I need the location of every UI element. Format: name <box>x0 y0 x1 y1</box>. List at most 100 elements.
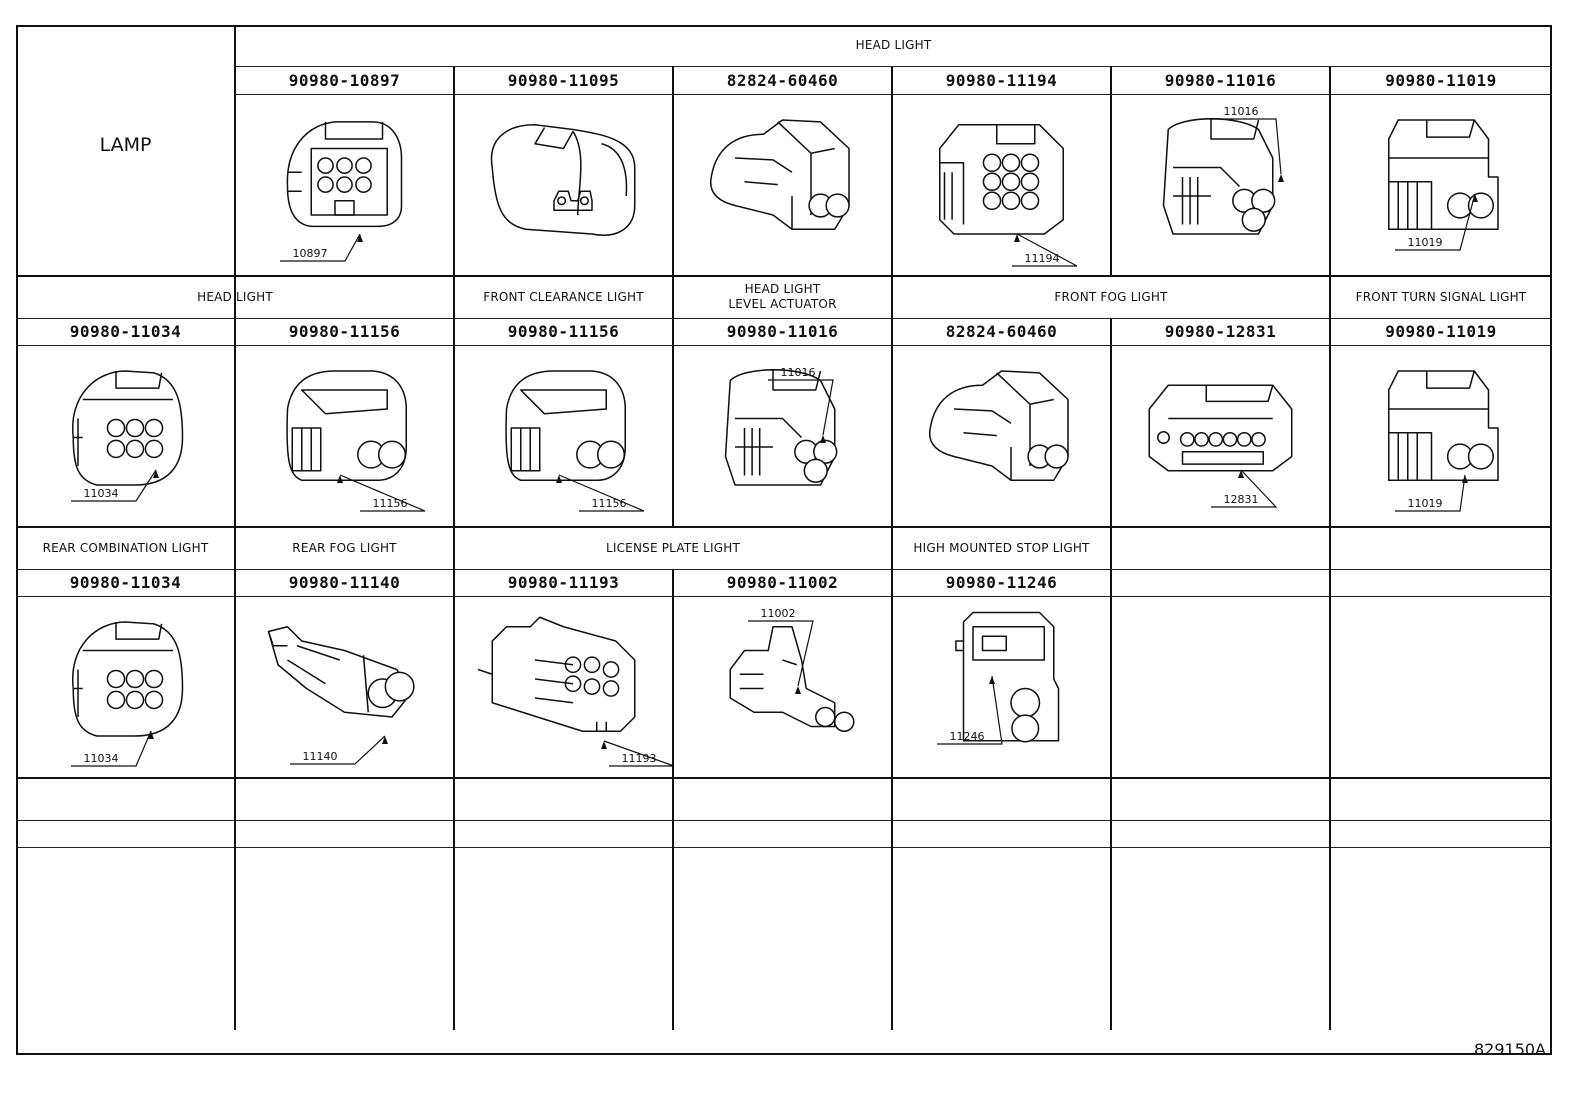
grid-line-vertical <box>672 318 674 527</box>
callout-label: 12831 <box>1224 493 1259 506</box>
connector-2pin-tall-icon <box>955 611 1060 743</box>
grid-line-vertical <box>891 318 893 527</box>
grid-line-vertical <box>672 66 674 276</box>
connector-2pin-square-icon <box>1387 119 1499 231</box>
connector-drawing: 10897 <box>280 121 403 262</box>
connector-6pin-long-icon <box>477 616 636 733</box>
callout-leader <box>71 730 152 767</box>
section-high-mounted-stop-light: HIGH MOUNTED STOP LIGHT <box>913 540 1090 555</box>
connector-round-6pin-icon <box>71 621 184 737</box>
connector-6pin-icon <box>938 123 1065 235</box>
grid-line-vertical <box>1329 66 1331 276</box>
callout-label: 11034 <box>84 752 119 765</box>
section-rear-fog-light: REAR FOG LIGHT <box>292 540 397 555</box>
connector-2pin-housing-icon <box>286 370 408 482</box>
lamp-label: LAMP <box>99 134 152 156</box>
part-number: 90980-11002 <box>726 573 839 592</box>
part-number: 90980-11034 <box>69 322 182 341</box>
callout-label: 11194 <box>1025 252 1060 265</box>
grid-line-vertical <box>891 527 893 569</box>
grid-line-vertical <box>672 778 674 1030</box>
grid-line-horizontal <box>16 526 1552 528</box>
grid-line-horizontal <box>235 66 1552 67</box>
callout-leader <box>748 620 814 687</box>
connector-drawing: 11193 <box>477 616 675 767</box>
callout-label: 11019 <box>1408 236 1443 249</box>
connector-drawing <box>928 370 1069 482</box>
connector-drawing: 11034 <box>71 621 184 767</box>
part-number: 90980-11095 <box>507 70 620 90</box>
callout-label: 10897 <box>293 247 328 260</box>
grid-line-horizontal <box>16 569 1552 570</box>
connector-inline-2pin-icon <box>267 625 415 718</box>
callout-label: 11156 <box>592 497 627 510</box>
connector-2pin-side-icon <box>490 123 636 236</box>
connector-drawing: 11019 <box>1387 370 1499 512</box>
connector-2pin-square-icon <box>1387 370 1499 482</box>
grid-line-vertical <box>234 527 236 569</box>
callout-label: 11156 <box>373 497 408 510</box>
document-id: 829150A <box>1473 1040 1546 1059</box>
grid-line-vertical <box>453 66 455 276</box>
callout-leader <box>1395 193 1476 251</box>
connector-drawing: 11019 <box>1387 119 1499 251</box>
grid-line-vertical <box>1110 66 1112 276</box>
connector-drawing: 11156 <box>286 370 426 512</box>
callout-leader <box>1211 118 1282 175</box>
grid-line-vertical <box>672 276 674 318</box>
part-number: 90980-11246 <box>945 573 1058 592</box>
part-number: 82824-60460 <box>945 322 1058 341</box>
callout-label: 11193 <box>622 752 657 765</box>
connector-drawing <box>490 123 636 236</box>
callout-leader <box>1012 233 1078 267</box>
grid-line-vertical <box>672 569 674 778</box>
callout-label: 11140 <box>303 750 338 763</box>
connector-drawing: 11156 <box>505 370 645 512</box>
grid-line-vertical <box>891 276 893 318</box>
callout-label: 11016 <box>781 366 816 379</box>
callout-leader <box>558 474 645 512</box>
grid-line-horizontal <box>16 275 1552 277</box>
grid-line-vertical <box>1329 569 1331 1030</box>
section-front-turn-signal-light: FRONT TURN SIGNAL LIGHT <box>1355 289 1527 304</box>
connector-drawing: 11034 <box>71 370 184 502</box>
section-head-light: HEAD LIGHT <box>855 38 932 52</box>
connector-drawing: 12831 <box>1148 384 1293 508</box>
callout-leader <box>603 740 675 767</box>
callout-leader <box>290 735 386 765</box>
callout-label: 11246 <box>950 730 985 743</box>
part-number: 90980-10897 <box>288 70 401 90</box>
callout-label: 11002 <box>761 607 796 620</box>
grid-line-horizontal <box>16 847 1552 848</box>
grid-line-vertical <box>1329 318 1331 527</box>
callout-leader <box>768 379 834 436</box>
connector-8pin-icon <box>286 121 403 228</box>
part-number: 90980-11019 <box>1385 70 1497 90</box>
section-front-fog-light: FRONT FOG LIGHT <box>1054 289 1168 304</box>
grid-line-vertical <box>1329 527 1331 569</box>
callout-leader <box>280 233 361 262</box>
connector-drawing <box>709 119 850 231</box>
connector-drawing: 11002 <box>729 607 855 733</box>
grid-line-vertical <box>1110 569 1112 1030</box>
callout-label: 11034 <box>84 487 119 500</box>
grid-line-horizontal <box>235 94 1552 95</box>
part-number: 90980-12831 <box>1164 322 1277 341</box>
section-head-light: HEAD LIGHT <box>197 289 273 304</box>
grid-line-vertical <box>453 527 455 569</box>
grid-line-horizontal <box>16 318 1552 319</box>
section-license-plate-light: LICENSE PLATE LIGHT <box>605 540 741 555</box>
connector-drawing: 11194 <box>938 123 1078 267</box>
connector-drawing: 11016 <box>724 366 838 486</box>
callout-leader <box>339 474 426 512</box>
callout-label: 11019 <box>1408 497 1443 510</box>
grid-line-horizontal <box>16 777 1552 779</box>
connector-round-6pin-icon <box>71 370 184 486</box>
connector-3pin-icon <box>1162 118 1276 235</box>
grid-line-vertical <box>1110 527 1112 569</box>
callout-leader <box>1395 474 1466 512</box>
section-head-light-level-actuator: HEAD LIGHT LEVEL ACTUATOR <box>728 282 837 311</box>
chart-frame <box>16 25 1552 1055</box>
grid-line-horizontal <box>16 820 1552 821</box>
